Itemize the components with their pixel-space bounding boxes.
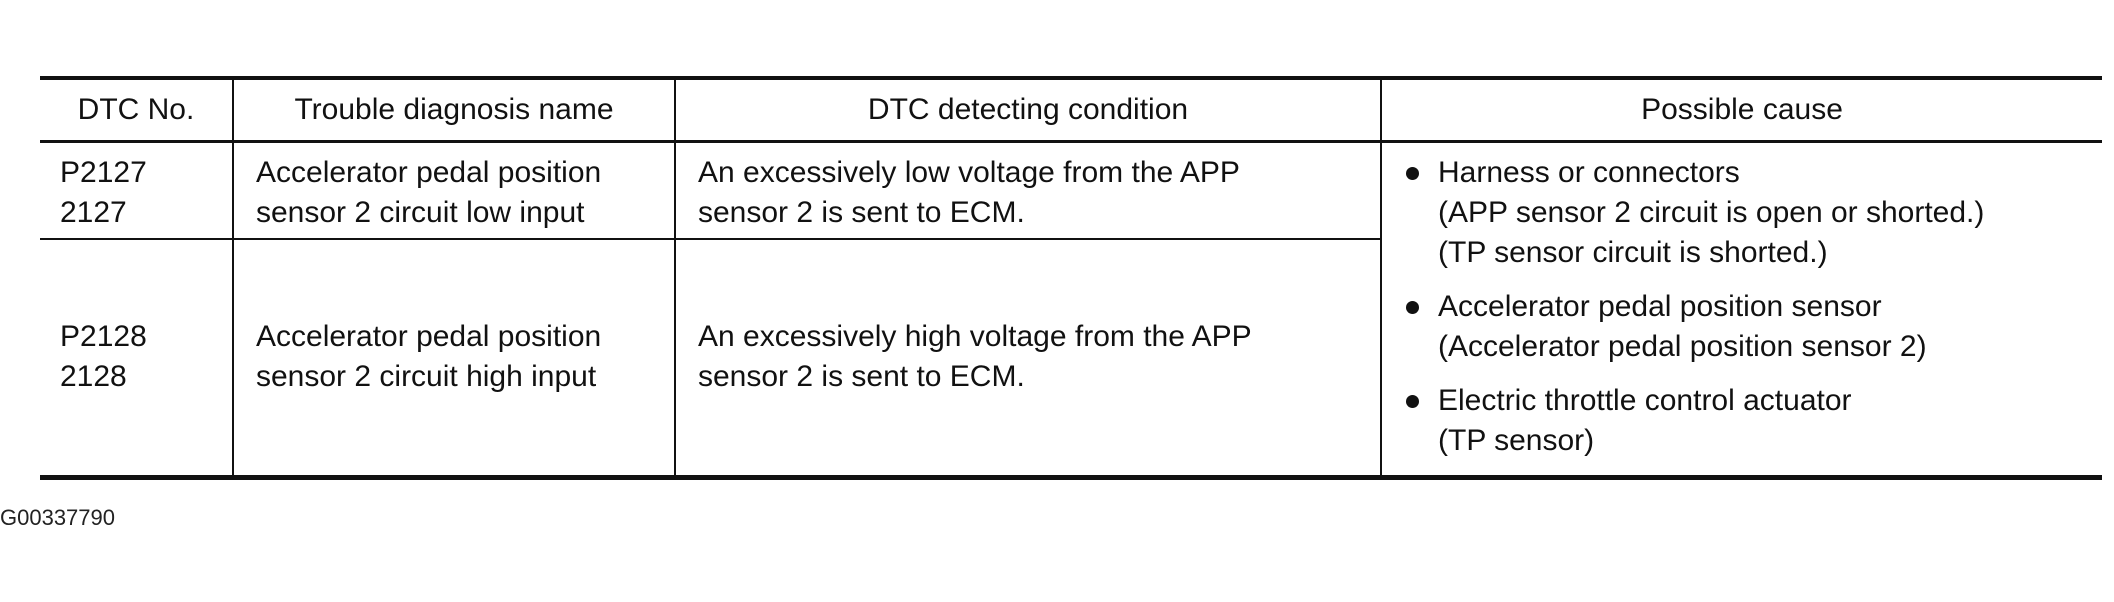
dtc-code-short: 2127	[60, 196, 127, 229]
dtc-code: P2127	[60, 156, 147, 189]
header-trouble-diagnosis-name: Trouble diagnosis name	[232, 78, 675, 142]
dtc-code: P2128	[60, 320, 147, 354]
dtc-number-cell: P2128 2128	[40, 239, 233, 478]
diagnosis-name-line: Accelerator pedal position	[256, 156, 602, 189]
list-item: Accelerator pedal position sensor (Accel…	[1404, 287, 2102, 367]
diagnosis-name-cell: Accelerator pedal position sensor 2 circ…	[232, 141, 675, 240]
cause-line: (TP sensor circuit is shorted.)	[1438, 236, 1828, 269]
header-possible-cause: Possible cause	[1380, 78, 2102, 142]
diagnosis-name-cell: Accelerator pedal position sensor 2 circ…	[232, 238, 675, 478]
bullet-icon	[1406, 167, 1419, 180]
header-dtc-no: DTC No.	[77, 93, 195, 126]
header-dtc-detecting-condition: DTC detecting condition	[674, 78, 1381, 142]
cause-line: Accelerator pedal position sensor	[1438, 290, 1882, 323]
list-item: Harness or connectors (APP sensor 2 circ…	[1404, 153, 2102, 273]
bullet-icon	[1406, 395, 1419, 408]
cause-line: Harness or connectors	[1438, 156, 1740, 189]
diagnosis-name-line: sensor 2 circuit low input	[256, 196, 585, 229]
cause-line: (APP sensor 2 circuit is open or shorted…	[1438, 196, 1985, 229]
table-header-row: DTC No. Trouble diagnosis name DTC detec…	[40, 78, 2102, 142]
dtc-number-cell: P2127 2127	[40, 141, 233, 240]
possible-cause-cell: Harness or connectors (APP sensor 2 circ…	[1380, 141, 2102, 478]
table-row: P2127 2127 Accelerator pedal position se…	[40, 141, 2102, 478]
diagnosis-name-line: sensor 2 circuit high input	[256, 360, 597, 394]
dtc-table-container: DTC No. Trouble diagnosis name DTC detec…	[40, 76, 2102, 480]
possible-cause-list: Harness or connectors (APP sensor 2 circ…	[1404, 153, 2102, 461]
list-item: Electric throttle control actuator (TP s…	[1404, 381, 2102, 461]
cause-line: Electric throttle control actuator	[1438, 384, 1852, 417]
table-row: P2128 2128 Accelerator pedal position se…	[40, 238, 2102, 478]
cause-line: (TP sensor)	[1438, 424, 1595, 457]
detecting-condition-cell: An excessively low voltage from the APP …	[674, 141, 1381, 240]
diagnosis-name-line: Accelerator pedal position	[256, 320, 602, 354]
dtc-code-short: 2128	[60, 360, 127, 394]
condition-line: sensor 2 is sent to ECM.	[698, 196, 1025, 229]
detecting-condition-cell: An excessively high voltage from the APP…	[674, 238, 1381, 478]
condition-line: An excessively high voltage from the APP	[698, 320, 1252, 354]
dtc-table: DTC No. Trouble diagnosis name DTC detec…	[40, 76, 2102, 480]
cause-line: (Accelerator pedal position sensor 2)	[1438, 330, 1927, 363]
bullet-icon	[1406, 301, 1419, 314]
figure-id: G00337790	[0, 505, 115, 530]
condition-line: An excessively low voltage from the APP	[698, 156, 1240, 189]
condition-line: sensor 2 is sent to ECM.	[698, 360, 1025, 394]
